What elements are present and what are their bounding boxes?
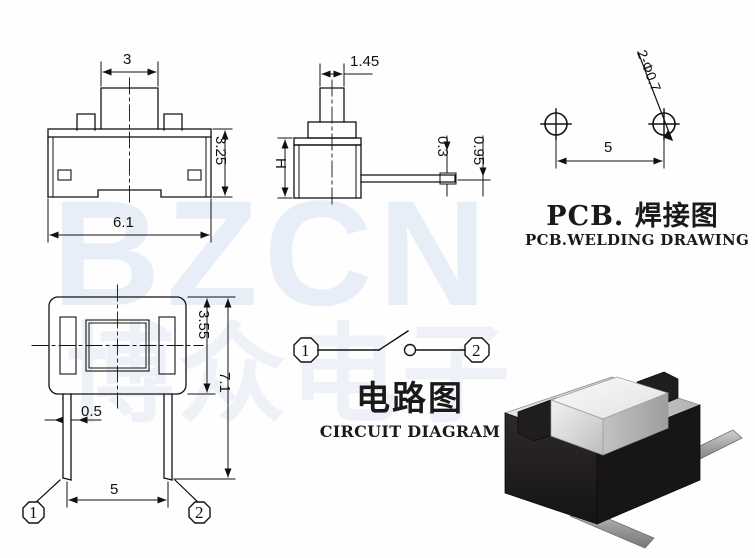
front-dim-325-label: 3.25 [212,136,229,166]
front-dim-325 [212,128,233,198]
pcb-welding-geometry [540,51,680,169]
circuit-title-en: CIRCUIT DIAGRAM [319,421,501,441]
side-view-geometry [293,79,457,207]
circuit-title-cn: 电路图 [356,379,464,419]
product-photo-geometry [503,371,743,549]
pin-badge-2-shape [188,501,211,524]
side-dim-095-label: 0.95 [470,136,487,166]
side-dim-H [277,137,293,199]
pin-callout-leaders [33,479,201,505]
bottom-dim-05-label: 0.5 [81,403,102,420]
bottom-dim-5 [66,481,169,508]
bottom-view-geometry [31,284,204,481]
pin-badge-1-shape [22,501,45,524]
bottom-pin-2-label: 2 [195,503,204,522]
pcb-welding-heading: PCB. 焊接图 PCB.WELDING DRAWING [525,201,750,250]
side-dim-145 [319,63,373,87]
bottom-dim-355-label: 3.55 [195,310,212,340]
front-dim-61 [47,198,212,243]
pcb-welding-title-cn: PCB. 焊接图 [546,201,719,232]
bottom-dim-5-label: 5 [110,481,119,498]
bottom-dim-71 [173,296,236,480]
front-dim-3 [100,61,159,87]
bottom-pin-1-label: 1 [29,503,38,522]
circuit-geometry [293,330,490,363]
side-dim-145-label: 1.45 [350,53,380,70]
pcb-hole-pitch-label: 5 [604,139,613,156]
front-dim-3-label: 3 [123,51,132,68]
side-dim-095 [457,135,491,197]
bottom-dim-71-label: 7.1 [216,372,233,393]
side-dim-H-label: H [272,158,289,169]
pcb-welding-title-en: PCB.WELDING DRAWING [525,231,750,250]
side-dim-03-label: 0.3 [434,136,451,157]
front-view-geometry [47,77,212,206]
circuit-terminal-2-label: 2 [472,341,481,360]
front-dim-61-label: 6.1 [113,214,134,231]
circuit-diagram-heading: 电路图 CIRCUIT DIAGRAM [315,379,505,441]
circuit-terminal-1-label: 1 [301,341,310,360]
